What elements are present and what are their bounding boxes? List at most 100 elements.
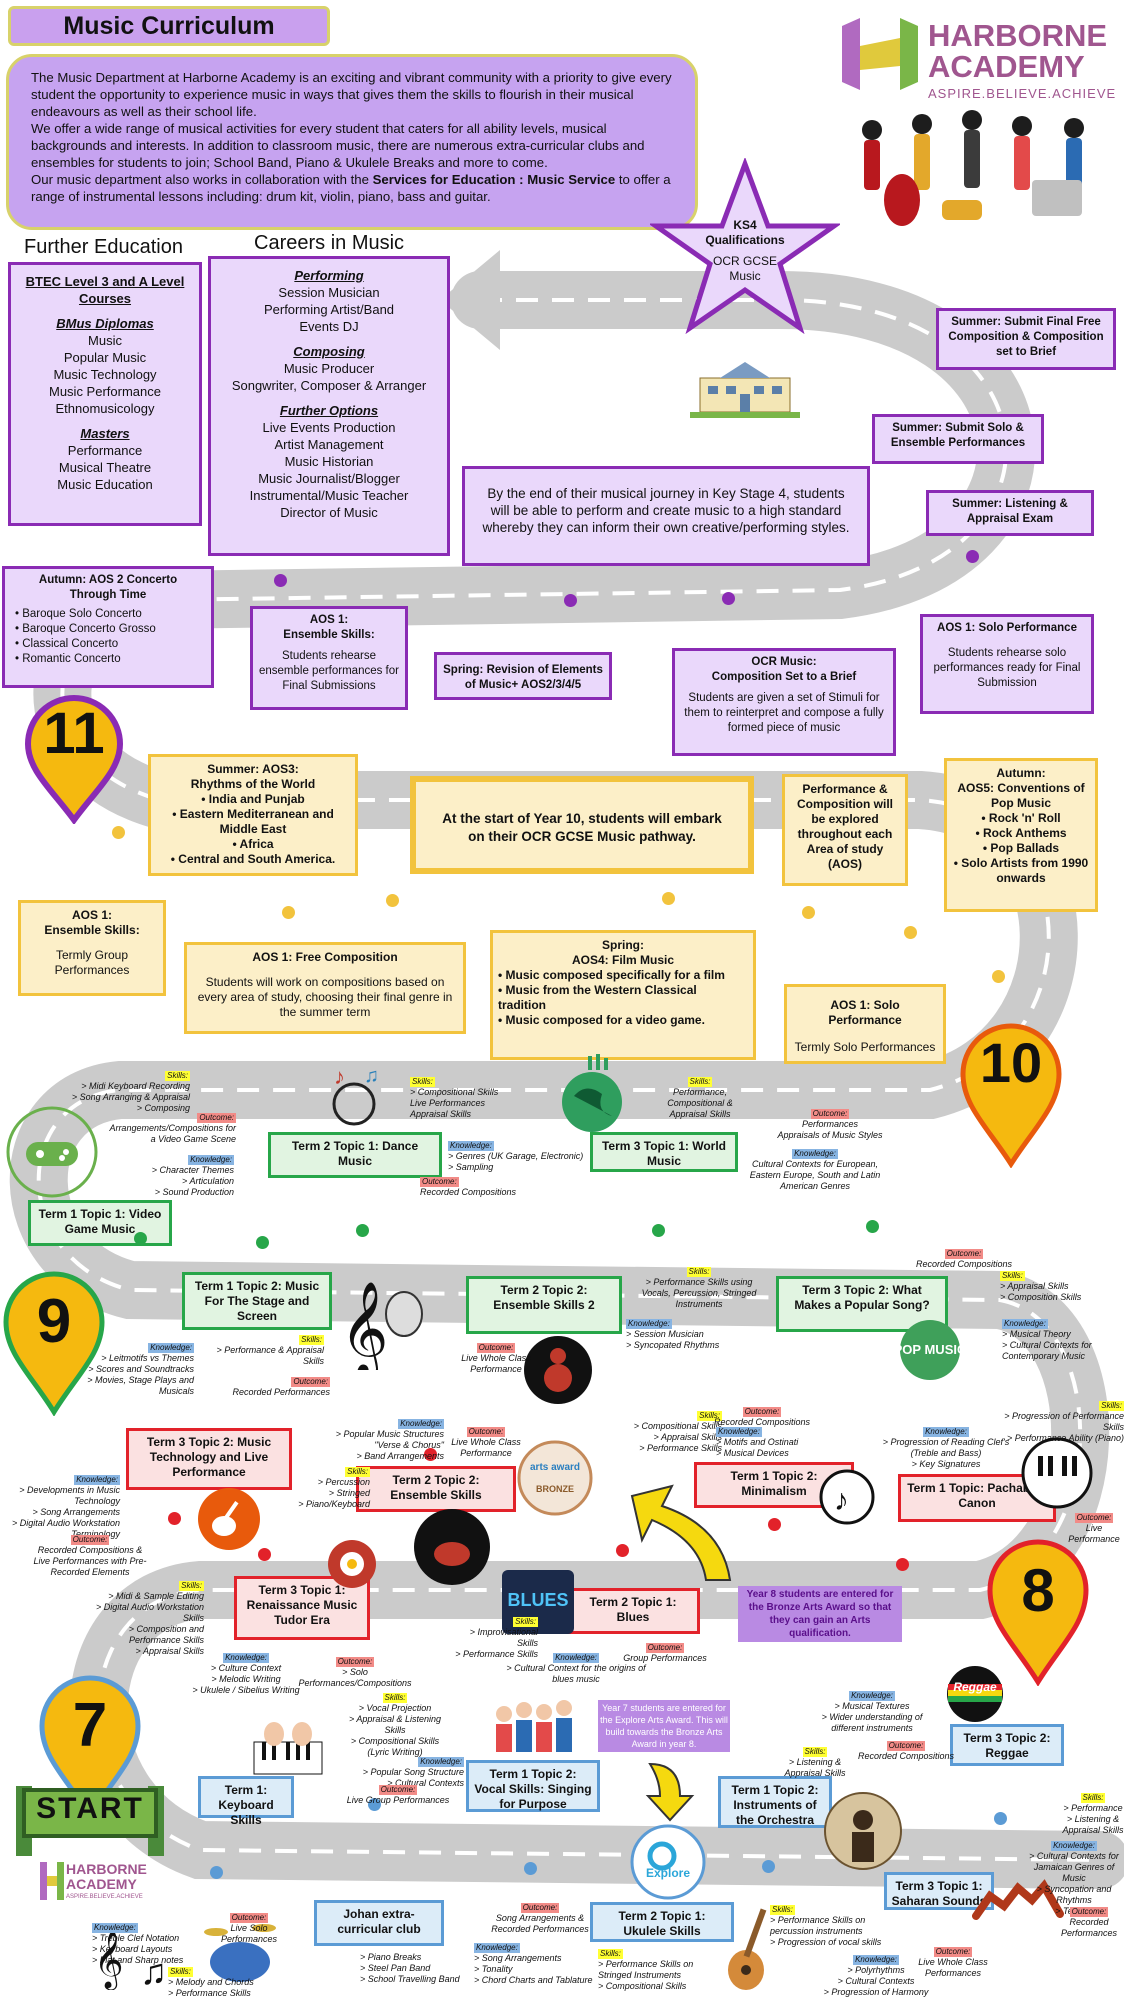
note-text: Recorded Performances [232, 1387, 330, 1397]
note-n-io-ou: Outcome:Recorded Compositions [856, 1740, 956, 1762]
skills-tag: Skills: [598, 1949, 623, 1959]
note-text: Recorded Compositions [915, 1259, 1013, 1269]
start-label: START [36, 1792, 144, 1825]
note-text: > Session Musician > Syncopated Rhythms [626, 1329, 720, 1350]
music-notes-icon: ♫ [140, 1951, 167, 1992]
arts-award-label: arts award [529, 1462, 581, 1473]
summer-listening-box: Summer: Listening & Appraisal Exam [926, 490, 1094, 536]
explore-badge-label: Explore [645, 1866, 690, 1880]
connector-dot [768, 1518, 781, 1531]
summer-aos3-box: Summer: AOS3:Rhythms of the World • Indi… [148, 754, 358, 876]
knowledge-tag: Knowledge: [398, 1419, 444, 1429]
y8-music-tech-box: Term 3 Topic 2: Music Technology and Liv… [126, 1428, 292, 1490]
outcome-tag: Outcome: [933, 1947, 973, 1957]
outcome-tag: Outcome: [229, 1913, 269, 1923]
list-item: • Classical Concerto [15, 638, 119, 650]
outcome-tag: Outcome: [335, 1657, 375, 1667]
note-n-sh-ou: Outcome:Live Whole Class Performances [898, 1946, 1008, 1979]
list-item: Instrumental/Music Teacher [249, 488, 409, 503]
note-n-es-sk: Skills:> Performance Skills using Vocals… [632, 1266, 766, 1310]
note-text: > Musical Theory > Cultural Contexts for… [1002, 1329, 1092, 1361]
year-9-pin-icon [3, 1271, 105, 1416]
list-item: • Baroque Concerto Grosso [15, 623, 156, 635]
game-controller-icon [6, 1106, 98, 1198]
note-text: Recorded Compositions [713, 1417, 811, 1427]
svg-text:♫: ♫ [364, 1065, 379, 1087]
knowledge-tag: Knowledge: [92, 1923, 138, 1933]
note-n-ren-kn: Knowledge:> Culture Context > Melodic Wr… [184, 1652, 308, 1696]
year-8-pin-icon [987, 1539, 1089, 1686]
note-text: > Character Themes > Articulation > Soun… [151, 1165, 234, 1197]
note-n-wm-kn: Knowledge:Cultural Contexts for European… [740, 1148, 890, 1192]
note-text: Live Group Performances [346, 1795, 450, 1805]
note-text: > Performance Skills using Vocals, Percu… [641, 1277, 757, 1309]
intro-paragraph-1: The Music Department at Harborne Academy… [31, 70, 672, 119]
spring-film-music-box: Spring:AOS4: Film Music • Music composed… [490, 930, 756, 1060]
note-n-ps-ou: Outcome:Recorded Compositions [904, 1248, 1024, 1270]
music-note-icon: ♪ [819, 1469, 875, 1525]
note-n-ens-ou: Outcome:Live Whole Class Performance [446, 1426, 526, 1459]
note-text: > Developments in Music Technology > Son… [12, 1485, 120, 1539]
note-n-dm-kn: Knowledge:> Genres (UK Garage, Electroni… [448, 1140, 588, 1173]
svg-text:♪: ♪ [334, 1064, 345, 1089]
note-n-es-kn: Knowledge:> Session Musician > Syncopate… [626, 1318, 746, 1351]
list-item: Music Producer [283, 361, 375, 376]
note-n-min-kn: Knowledge:> Motifs and Ostinati > Musica… [716, 1426, 826, 1459]
note-text: Recorded Performances [1060, 1917, 1118, 1938]
note-n-ps-sk: Skills:> Appraisal Skills > Composition … [1000, 1270, 1110, 1303]
connector-dot [274, 574, 287, 587]
note-text: > Appraisal Skills > Composition Skills [1000, 1281, 1082, 1302]
skills-tag: Skills: [382, 1693, 408, 1703]
reggae-icon [947, 1666, 1003, 1722]
list-item: • Pop Ballads [982, 841, 1060, 855]
arts-award-bronze-icon [517, 1440, 593, 1516]
outcome-tag: Outcome: [70, 1535, 110, 1545]
note-text: > Progression of Reading Clef's (Treble … [882, 1437, 1010, 1469]
knowledge-tag: Knowledge: [474, 1943, 520, 1953]
note-n-dm-ou: Outcome:Recorded Compositions [420, 1176, 550, 1198]
note-text: > Culture Context > Melodic Writing > Uk… [192, 1663, 300, 1695]
connector-dot [386, 894, 399, 907]
connector-dot [992, 970, 1005, 983]
y7-club-box: Johan extra-curricular club [314, 1900, 444, 1946]
knowledge-tag: Knowledge: [626, 1319, 672, 1329]
note-text: Cultural Contexts for European, Eastern … [749, 1159, 881, 1191]
intro-paragraph-3: Our music department also works in colla… [31, 172, 671, 204]
note-n-mt-sk: Skills:> Midi & Sample Editing > Digital… [94, 1580, 204, 1657]
connector-dot [134, 1232, 147, 1245]
note-n-wm-sk: Skills:Performance, Compositional & Appr… [660, 1076, 740, 1120]
note-text: > Musical Textures > Wider understanding… [821, 1701, 923, 1733]
note-text: Live Whole Class Performance [451, 1437, 521, 1458]
note-n-vg-ou: Outcome:Arrangements/Compositions for a … [104, 1112, 236, 1145]
year-11-pin-icon [24, 695, 124, 824]
skills-tag: Skills: [802, 1747, 828, 1757]
note-n-min-sk: Skills:> Compositional Skills > Appraisa… [622, 1410, 722, 1454]
connector-dot [256, 1236, 269, 1249]
knowledge-tag: Knowledge: [418, 1757, 464, 1767]
y7-reggae-box: Term 3 Topic 2: Reggae [950, 1724, 1064, 1766]
skills-tag: Skills: [168, 1967, 193, 1977]
list-item: Songwriter, Composer & Arranger [231, 378, 427, 393]
note-text: Live Performance [1068, 1523, 1120, 1544]
drum-set-icon [204, 1924, 276, 1982]
knowledge-tag: Knowledge: [1051, 1841, 1097, 1851]
connector-dot [652, 1224, 665, 1237]
note-n-uk-kn: Knowledge:> Song Arrangements > Tonality… [474, 1942, 594, 1986]
y7-orchestra-box: Term 1 Topic 2: Instruments of the Orche… [718, 1776, 832, 1828]
down-arrow-icon [645, 1762, 695, 1822]
ocr-brief-box: OCR Music:Composition Set to a Brief Stu… [672, 648, 896, 756]
connector-dot [802, 906, 815, 919]
ukulele-icon [728, 1908, 767, 1990]
note-text: Recorded Compositions [857, 1751, 955, 1761]
note-text: > Melody and Chords > Performance Skills [168, 1977, 254, 1998]
y7-saharan-box: Term 3 Topic 1: Saharan Sounds [884, 1872, 994, 1910]
note-n-pc-sk: Skills:> Progression of Performance Skil… [984, 1400, 1124, 1444]
note-text: Performance, Compositional & Appraisal S… [667, 1087, 733, 1119]
list-item: • Africa [232, 837, 274, 851]
outcome-tag: Outcome: [810, 1109, 850, 1119]
pop-conventions-list: • Rock 'n' Roll• Rock Anthems• Pop Balla… [952, 811, 1090, 886]
outcome-tag: Outcome: [742, 1407, 782, 1417]
note-text: > Piano Breaks > Steel Pan Band > School… [360, 1952, 460, 1984]
y7-vocal-skills-box: Term 1 Topic 2: Vocal Skills: Singing fo… [466, 1760, 600, 1812]
